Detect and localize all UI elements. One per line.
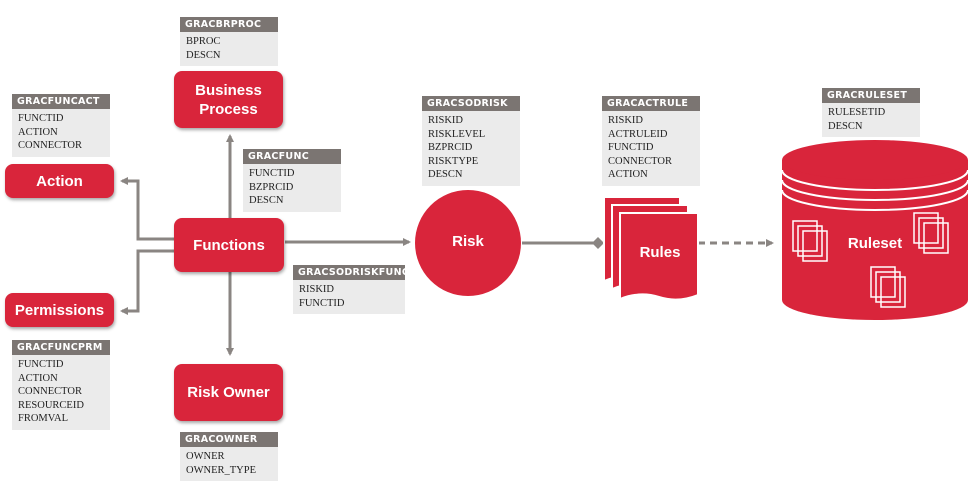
table-field: RISKTYPE: [428, 155, 479, 167]
permissions-node: Permissions: [5, 293, 114, 327]
table-title: GRACBRPROC: [180, 17, 278, 32]
table-fields: RISKID RISKLEVEL BZPRCID RISKTYPE DESCN: [422, 111, 520, 186]
table-field: RISKID: [608, 115, 644, 126]
connector-diamond: [592, 237, 604, 249]
table-field: FUNCTID: [299, 297, 345, 309]
table-field: DESCN: [249, 195, 284, 207]
table-field: DESCN: [828, 120, 863, 132]
table-field: ACTION: [18, 126, 58, 138]
table-fields: FUNCTID ACTION CONNECTOR: [12, 109, 110, 157]
table-fields: RISKID FUNCTID: [293, 280, 405, 315]
table-field: BPROC: [186, 36, 221, 47]
table-title: GRACFUNC: [243, 149, 341, 164]
permissions-label: Permissions: [14, 301, 105, 319]
table-title: GRACFUNCPRM: [12, 340, 110, 355]
table-field: RISKID: [428, 115, 464, 126]
risk-node-circle: [415, 190, 521, 296]
business-process-label: Business Process: [195, 81, 262, 118]
table-gracfuncact: GRACFUNCACT FUNCTID ACTION CONNECTOR: [12, 91, 110, 157]
table-title: GRACFUNCACT: [12, 94, 110, 109]
table-field: ACTION: [18, 372, 58, 384]
table-field: RISKID: [299, 284, 335, 295]
table-field: ACTRULEID: [608, 128, 668, 140]
table-gracactrule: GRACACTRULE RISKID ACTRULEID FUNCTID CON…: [602, 93, 700, 186]
table-field: CONNECTOR: [18, 386, 82, 398]
table-gracfuncprm: GRACFUNCPRM FUNCTID ACTION CONNECTOR RES…: [12, 337, 110, 430]
table-title: GRACOWNER: [180, 432, 278, 447]
table-title: GRACSODRISKFUNC: [293, 265, 409, 280]
table-gracruleset: GRACRULESET RULESETID DESCN: [822, 85, 920, 138]
rules-document-stack-icon: [603, 196, 699, 301]
table-field: FUNCTID: [18, 113, 64, 124]
table-field: RULESETID: [828, 107, 886, 118]
table-field: CONNECTOR: [608, 155, 672, 167]
table-field: FUNCTID: [249, 168, 295, 179]
table-fields: OWNER OWNER_TYPE: [180, 447, 278, 482]
rules-label: Rules: [639, 244, 681, 261]
table-fields: FUNCTID BZPRCID DESCN: [243, 164, 341, 212]
table-title: GRACRULESET: [822, 88, 920, 103]
action-node: Action: [5, 164, 114, 198]
risk-owner-label: Risk Owner: [187, 384, 270, 401]
table-fields: BPROC DESCN: [180, 32, 278, 67]
table-field: RISKLEVEL: [428, 128, 486, 140]
connector-functions-permissions: [120, 249, 175, 315]
table-title: GRACSODRISK: [422, 96, 520, 111]
table-title: GRACACTRULE: [602, 96, 700, 111]
table-gracsodrisk: GRACSODRISK RISKID RISKLEVEL BZPRCID RIS…: [422, 93, 520, 186]
table-gracfunc: GRACFUNC FUNCTID BZPRCID DESCN: [243, 146, 341, 212]
action-label: Action: [36, 172, 83, 190]
table-field: BZPRCID: [428, 142, 473, 154]
table-gracowner: GRACOWNER OWNER OWNER_TYPE: [180, 429, 278, 482]
table-field: DESCN: [186, 49, 221, 61]
functions-node: Functions: [174, 218, 284, 272]
ruleset-label: Ruleset: [847, 235, 903, 252]
functions-label: Functions: [193, 236, 265, 254]
table-field: FROMVAL: [18, 413, 68, 425]
risk-owner-node: Risk Owner: [174, 364, 283, 421]
table-field: FUNCTID: [18, 359, 64, 370]
table-field: OWNER_TYPE: [186, 464, 256, 476]
connector-functions-action: [120, 177, 175, 241]
table-fields: RISKID ACTRULEID FUNCTID CONNECTOR ACTIO…: [602, 111, 700, 186]
table-gracbrproc: GRACBRPROC BPROC DESCN: [180, 14, 278, 67]
table-field: RESOURCEID: [18, 399, 84, 411]
table-field: CONNECTOR: [18, 140, 82, 152]
table-field: BZPRCID: [249, 181, 294, 193]
business-process-node: Business Process: [174, 71, 283, 128]
table-gracsodriskfunc: GRACSODRISKFUNC RISKID FUNCTID: [293, 262, 409, 315]
risk-label: Risk: [452, 233, 484, 250]
table-field: FUNCTID: [608, 142, 654, 154]
table-field: DESCN: [428, 169, 463, 181]
table-fields: FUNCTID ACTION CONNECTOR RESOURCEID FROM…: [12, 355, 110, 430]
table-field: OWNER: [186, 451, 225, 462]
ruleset-database-cylinder-icon: [781, 140, 969, 320]
table-fields: RULESETID DESCN: [822, 103, 920, 138]
table-field: ACTION: [608, 169, 648, 181]
